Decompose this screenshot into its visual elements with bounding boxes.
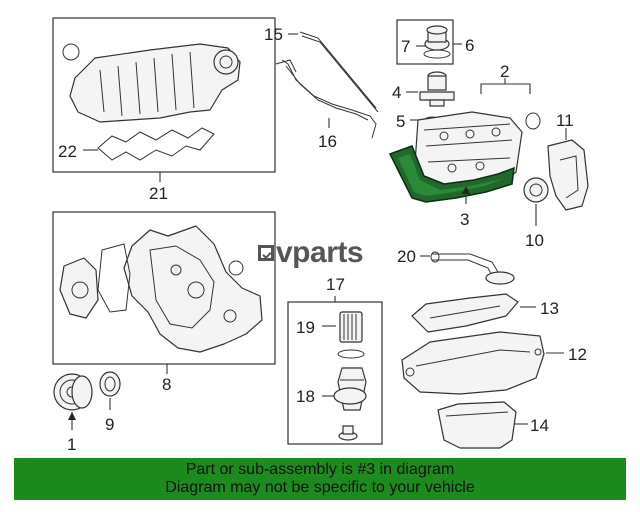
callout-5: 5: [396, 112, 405, 131]
callout-7: 7: [401, 37, 410, 56]
callout-2: 2: [500, 62, 509, 81]
seal-washer: [525, 112, 541, 130]
banner-line-2: Diagram may not be specific to your vehi…: [165, 479, 475, 496]
oil-filler-cap: [423, 25, 451, 59]
crankshaft-pulley: [53, 373, 93, 411]
cover-gasket: [97, 243, 131, 313]
callout-19: 19: [296, 318, 315, 337]
callout-10: 10: [525, 231, 544, 250]
o-ring: [62, 43, 80, 61]
callout-9: 9: [105, 415, 114, 434]
callout-21: 21: [149, 184, 168, 203]
upper-oil-pan: [401, 331, 545, 395]
callout-12: 12: [568, 345, 587, 364]
oil-filler-neck: [419, 71, 455, 107]
oil-cap-box: [396, 19, 454, 65]
checkmark-logo-icon: [258, 245, 274, 261]
crank-seal: [523, 177, 549, 203]
callout-13: 13: [540, 299, 559, 318]
oil-baffle-plate: [411, 293, 519, 333]
timing-cover-box: [52, 211, 276, 365]
intake-manifold: [69, 43, 241, 123]
cover-seal: [228, 260, 244, 276]
callout-11: 11: [556, 111, 574, 130]
pulley-washer: [99, 371, 121, 397]
oil-filter-element: [339, 311, 363, 343]
callout-8: 8: [162, 375, 171, 394]
drain-plug: [338, 425, 358, 441]
intake-manifold-box: [52, 17, 276, 173]
callout-16: 16: [318, 132, 337, 151]
valve-cover-gasket-highlighted: [388, 145, 515, 203]
water-pump: [59, 257, 99, 319]
vparts-logo: vparts: [258, 236, 364, 269]
callout-6: 6: [465, 36, 474, 55]
timing-cover: [123, 225, 263, 353]
callout-4: 4: [392, 83, 401, 102]
timing-chain-cover-small: [547, 139, 589, 211]
oil-pickup-tube: [430, 251, 515, 285]
oil-filter-box: [287, 301, 383, 445]
callout-3: 3: [460, 210, 469, 229]
callout-20: 20: [397, 247, 416, 266]
logo-text: vparts: [276, 236, 364, 269]
filter-o-ring: [337, 349, 365, 359]
dipstick: [275, 31, 379, 139]
banner-line-1: Part or sub-assembly is #3 in diagram: [185, 461, 455, 478]
callout-18: 18: [296, 387, 315, 406]
oil-filter-housing: [333, 367, 367, 411]
info-banner: Part or sub-assembly is #3 in diagram Di…: [14, 458, 626, 500]
callout-14: 14: [530, 416, 549, 435]
intake-gasket-22: [97, 127, 215, 161]
callout-22: 22: [58, 142, 77, 161]
callout-17: 17: [326, 275, 345, 294]
callout-15: 15: [264, 25, 283, 44]
callout-1: 1: [67, 435, 76, 454]
lower-oil-pan: [437, 401, 517, 449]
